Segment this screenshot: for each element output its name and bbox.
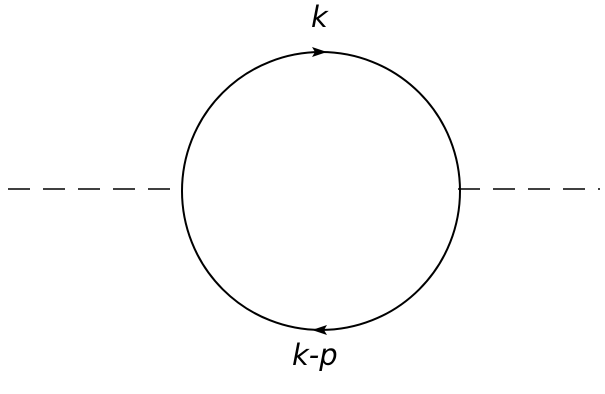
loop-circle <box>181 51 461 331</box>
top-momentum-label: k <box>311 0 328 34</box>
bottom-arrow-icon <box>312 325 327 335</box>
bottom-momentum-label: k-p <box>292 338 338 372</box>
top-arrow-icon <box>312 47 327 57</box>
